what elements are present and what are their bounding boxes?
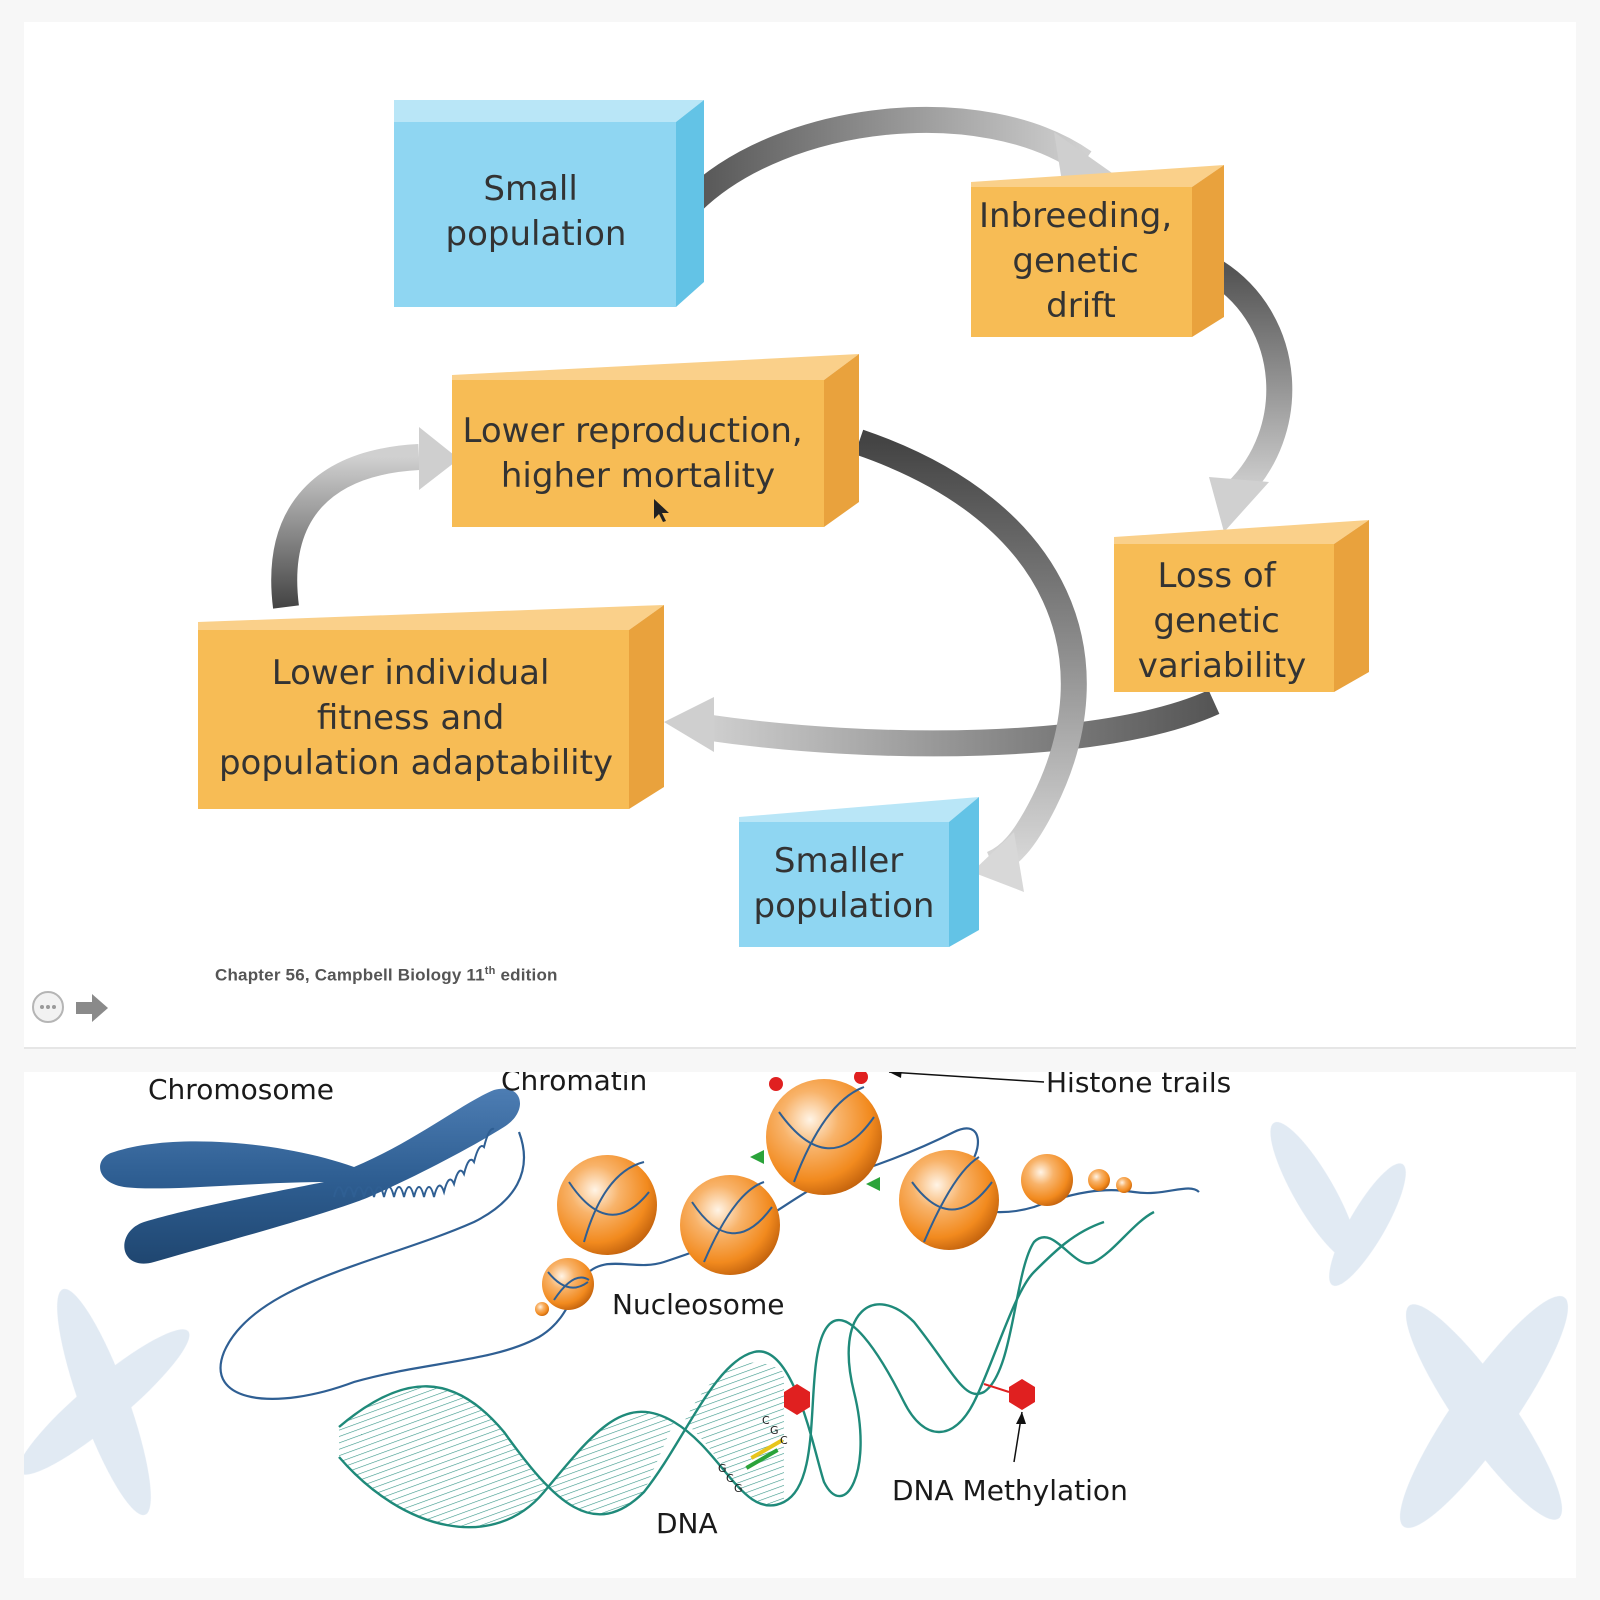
source-caption: Chapter 56, Campbell Biology 11th editio… [215, 965, 558, 986]
svg-text:Lower reproduction, hi: Lower reproduction, higher mortality [463, 411, 814, 496]
box-loss-variability: Loss of genetic variability [1114, 520, 1369, 692]
box-lower-fitness-line1: Lower individual [272, 653, 550, 693]
box-inbreeding-line2: genetic [1012, 241, 1138, 281]
caption-sup: th [484, 965, 496, 977]
box-lower-fitness: Lower individual fitness and population … [198, 605, 664, 809]
box-lower-reproduction-line1: Lower reproduction, [463, 411, 803, 451]
epigenetics-diagram: C G C G C G Chromosome Chromatin Histone… [24, 1072, 1568, 1540]
box-small-population: Small population [394, 100, 704, 307]
svg-text:Smaller population: Smaller population [754, 841, 935, 926]
histone-label-leader [888, 1072, 1045, 1083]
histone-green-mark [750, 1150, 764, 1164]
box-loss-variability-line2: genetic [1153, 601, 1279, 641]
histone-marks [750, 1072, 1045, 1191]
slide-options-button[interactable] [31, 990, 65, 1024]
nucleosome-bead [1088, 1169, 1110, 1191]
box-smaller-population-line2: population [754, 886, 935, 926]
next-slide-button[interactable] [74, 992, 110, 1024]
box-loss-variability-line3: variability [1138, 646, 1307, 686]
arrow-right-icon [76, 994, 108, 1022]
nucleosome-bead [1021, 1154, 1073, 1206]
svg-text:Loss of genetic: Loss of genetic variability [1138, 556, 1307, 686]
bp-lower-3: G [734, 1482, 743, 1495]
svg-text:Lower individual fitne: Lower individual fitness and population … [219, 653, 613, 783]
methyl-groups [784, 1379, 1035, 1463]
nucleosome-bead [766, 1079, 882, 1195]
caption-suffix: edition [495, 965, 558, 985]
box-smaller-population: Smaller population [739, 797, 979, 947]
more-options-icon [32, 991, 64, 1023]
box-lower-reproduction-line2: higher mortality [501, 456, 775, 496]
bp-upper-1: C [762, 1414, 770, 1427]
box-loss-variability-line1: Loss of [1158, 556, 1277, 596]
nucleosome-bead [535, 1302, 549, 1316]
box-inbreeding: Inbreeding, genetic drift [971, 165, 1224, 337]
methyl-hexagon [1009, 1379, 1035, 1410]
label-nucleosome: Nucleosome [612, 1288, 784, 1321]
box-lower-reproduction: Lower reproduction, higher mortality [452, 354, 859, 527]
svg-text:Inbreeding, genetic: Inbreeding, genetic drift [979, 196, 1183, 326]
methyl-hexagon [784, 1384, 810, 1415]
nucleosomes [535, 1079, 1132, 1316]
bp-lower-2: C [726, 1472, 734, 1485]
caption-main: Chapter 56, Campbell Biology 11 [215, 965, 485, 985]
dna-helix [338, 1210, 1155, 1529]
histone-green-mark [866, 1177, 880, 1191]
extinction-vortex-diagram: Small population Inbreeding, genetic dri… [198, 100, 1369, 947]
chromosome-illustration [100, 1088, 521, 1264]
box-small-population-line2: population [446, 214, 627, 254]
label-dna: DNA [656, 1507, 718, 1540]
box-lower-fitness-line3: population adaptability [219, 743, 613, 783]
box-small-population-line1: Small [483, 169, 577, 209]
label-chromosome: Chromosome [148, 1073, 334, 1106]
box-inbreeding-line1: Inbreeding, [979, 196, 1172, 236]
bp-upper-2: G [770, 1424, 779, 1437]
arrow-loss-to-fitness [664, 690, 1220, 757]
bp-lower-1: G [718, 1462, 727, 1475]
label-chromatin: Chromatin [501, 1072, 647, 1097]
svg-text:Small population: Small population [446, 169, 627, 254]
nucleosome-bead [899, 1150, 999, 1250]
arrow-reproduction-to-smaller [854, 429, 1087, 892]
nucleosome-bead [1116, 1177, 1132, 1193]
label-histone-trails: Histone trails [1046, 1072, 1231, 1099]
background-chromosomes [24, 1122, 1568, 1528]
box-inbreeding-line3: drift [1046, 286, 1116, 326]
extinction-vortex-panel: Small population Inbreeding, genetic dri… [24, 22, 1576, 1047]
arrow-fitness-to-reproduction [271, 427, 459, 609]
arrow-inbreeding-to-loss [1208, 261, 1293, 532]
label-dna-methylation: DNA Methylation [892, 1474, 1128, 1507]
histone-red-mark [769, 1077, 783, 1091]
panel-divider [24, 1047, 1576, 1049]
base-pair-letters: C G C G C G [718, 1414, 788, 1495]
nucleosome-bead [557, 1155, 657, 1255]
nucleosome-bead [680, 1175, 780, 1275]
histone-red-mark [854, 1072, 868, 1084]
box-smaller-population-line1: Smaller [774, 841, 903, 881]
mouse-cursor-icon [654, 499, 669, 522]
box-lower-fitness-line2: fitness and [317, 698, 504, 738]
bp-upper-3: C [780, 1434, 788, 1447]
epigenetics-panel: C G C G C G Chromosome Chromatin Histone… [24, 1072, 1576, 1578]
